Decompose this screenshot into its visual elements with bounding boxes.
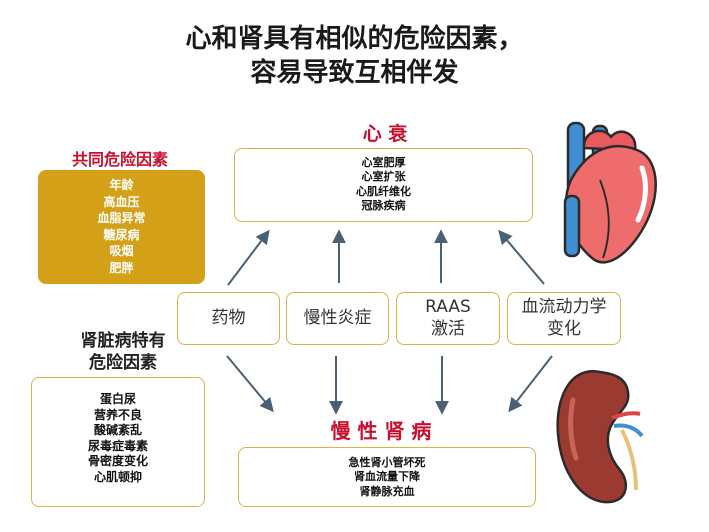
factor-hemodynamic-change: 血流动力学 变化: [507, 292, 621, 345]
common-risk-item: 吸烟: [109, 244, 134, 259]
factor-label: RAAS: [425, 297, 471, 318]
arrow-drugs-to-ckd: [226, 355, 274, 413]
common-risk-item: 血脂异常: [97, 211, 146, 226]
common-risk-item: 肥胖: [109, 260, 134, 275]
heart-failure-item: 冠脉疾病: [361, 198, 406, 212]
arrow-hemodynamic-to-ckd: [508, 355, 553, 413]
kidney-icon: [556, 369, 644, 504]
kidney-risk-item: 尿毒症毒素: [87, 438, 148, 453]
kidney-risk-heading-line2: 危险因素: [89, 353, 157, 374]
factor-raas-activation: RAAS 激活: [396, 292, 500, 345]
kidney-risk-box: 蛋白尿 营养不良 酸碱紊乱 尿毒症毒素 骨密度变化 心肌顿抑: [31, 377, 205, 507]
factor-label-2: 变化: [547, 318, 581, 339]
ckd-item: 肾静脉充血: [359, 484, 415, 498]
common-risk-item: 高血压: [103, 194, 140, 209]
common-risk-heading: 共同危险因素: [71, 150, 168, 169]
factor-chronic-inflammation: 慢性炎症: [286, 292, 389, 345]
ckd-box: 急性肾小管坏死 肾血流量下降 肾静脉充血: [238, 447, 536, 507]
kidney-risk-heading-line1: 肾脏病特有: [80, 331, 166, 351]
heart-failure-item: 心肌纤维化: [356, 184, 411, 198]
factor-label: 药物: [211, 307, 246, 328]
factor-label-2: 激活: [431, 318, 465, 339]
kidney-risk-heading: 肾脏病特有 危险因素: [38, 330, 208, 374]
kidney-risk-item: 骨密度变化: [87, 454, 148, 469]
heart-failure-box: 心室肥厚 心室扩张 心肌纤维化 冠脉疾病: [234, 148, 533, 222]
kidney-risk-item: 蛋白尿: [99, 392, 136, 406]
arrow-drugs-to-heart: [227, 229, 270, 286]
title-line-2: 容易导致互相伴发: [250, 58, 459, 88]
heart-failure-item: 心室肥厚: [361, 156, 406, 169]
title-line-1: 心和肾具有相似的危险因素，: [185, 24, 524, 54]
kidney-risk-item: 心肌顿抑: [93, 469, 142, 484]
arrow-hemodynamic-to-heart: [498, 229, 545, 285]
common-risk-box: 年龄 高血压 血脂异常 糖尿病 吸烟 肥胖: [38, 170, 205, 284]
ckd-heading: 慢 性 肾 病: [330, 419, 432, 443]
factor-label: 血流动力学: [521, 297, 607, 318]
common-risk-item: 糖尿病: [103, 227, 140, 242]
heart-icon: [563, 121, 657, 264]
kidney-risk-item: 酸碱紊乱: [93, 423, 142, 438]
heart-failure-heading: 心 衰: [362, 123, 408, 145]
ckd-item: 急性肾小管坏死: [348, 456, 426, 469]
heart-failure-item: 心室扩张: [361, 170, 406, 184]
factor-label: 慢性炎症: [303, 307, 372, 328]
kidney-risk-item: 营养不良: [93, 407, 142, 422]
factor-drugs: 药物: [177, 292, 280, 345]
ckd-item: 肾血流量下降: [354, 470, 420, 484]
common-risk-item: 年龄: [109, 178, 134, 192]
